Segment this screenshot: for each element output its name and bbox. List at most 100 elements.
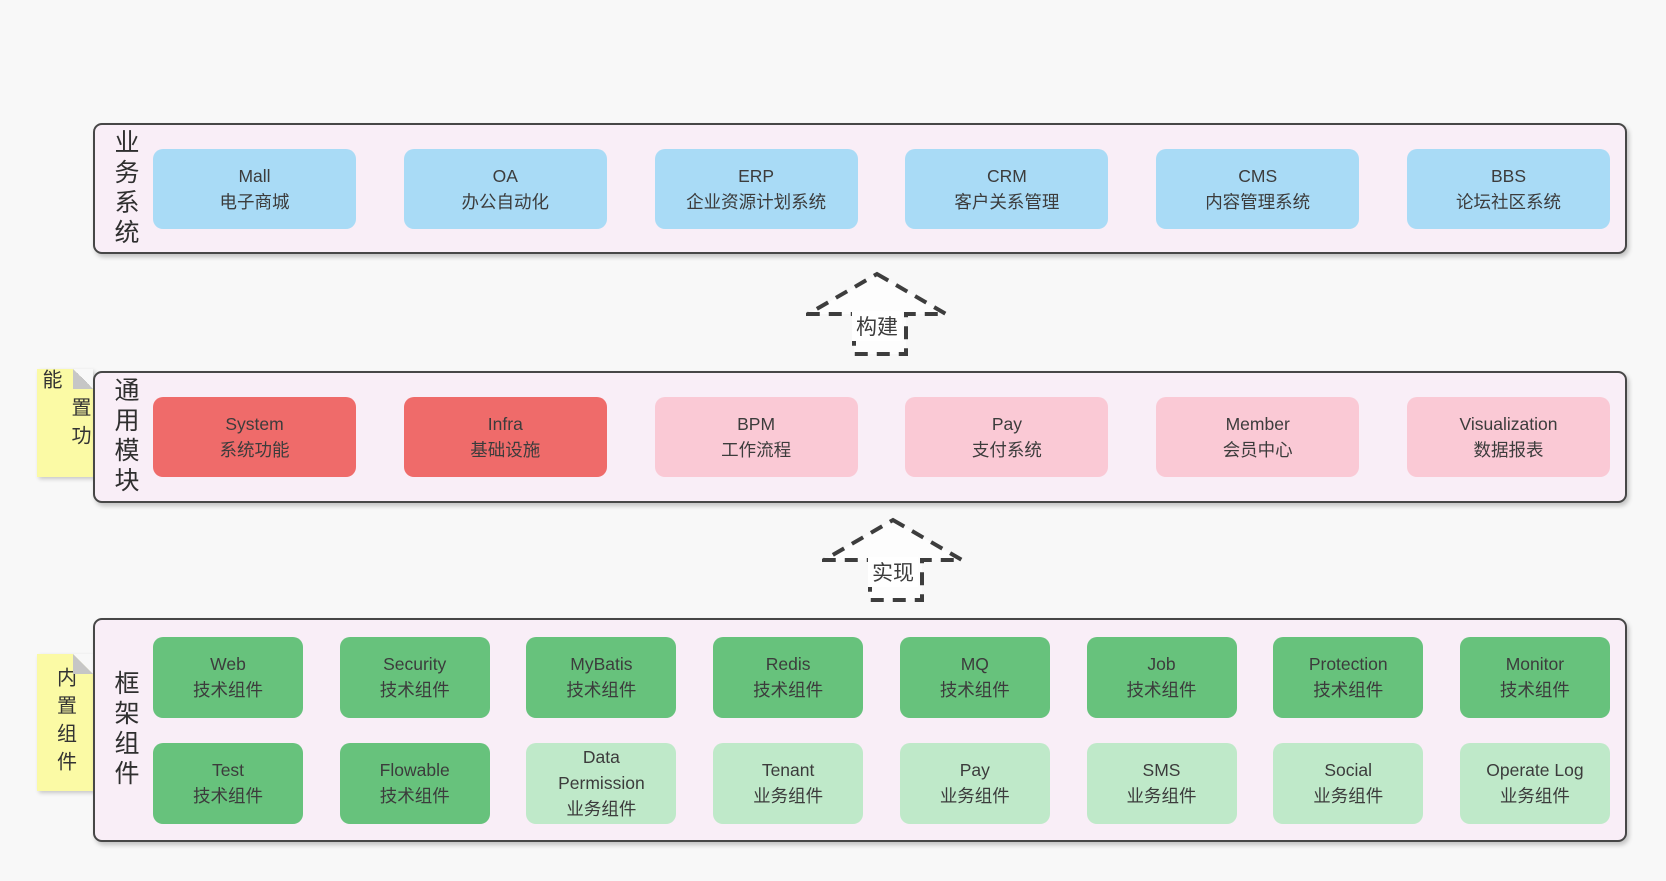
box-title: Test xyxy=(211,760,245,780)
box-subtitle: 业务组件 xyxy=(1313,786,1384,806)
box-protection: Protection 技术组件 xyxy=(1273,636,1424,718)
box-title: Pay xyxy=(959,760,990,780)
box-subtitle: 技术组件 xyxy=(1313,680,1384,700)
box-subtitle: 技术组件 xyxy=(193,786,263,806)
components-row-1: Web 技术组件 Security 技术组件 MyBatis 技术组件 Redi… xyxy=(153,636,1610,718)
box-subtitle: 支付系统 xyxy=(971,440,1042,460)
box-title: Infra xyxy=(487,414,523,434)
modules-boxes: System 系统功能 Infra 基础设施 BPM 工作流程 Pay 支付系统… xyxy=(153,397,1610,477)
modules-row: System 系统功能 Infra 基础设施 BPM 工作流程 Pay 支付系统… xyxy=(153,397,1610,477)
components-row-2: Test 技术组件 Flowable 技术组件 Data Permission … xyxy=(153,742,1610,824)
box-system: System 系统功能 xyxy=(153,397,356,477)
box-subtitle: 技术组件 xyxy=(379,786,450,806)
box-title: Pay xyxy=(991,414,1022,434)
box-cms: CMS 内容管理系统 xyxy=(1156,148,1360,229)
box-mall: Mall 电子商城 xyxy=(153,148,356,229)
box-subtitle: 工作流程 xyxy=(721,440,792,460)
box-title: Flowable xyxy=(379,760,450,780)
box-title: System xyxy=(225,414,284,434)
box-subtitle: 技术组件 xyxy=(379,680,450,700)
box-oa: OA 办公自动化 xyxy=(403,148,607,229)
box-subtitle: 内容管理系统 xyxy=(1205,191,1311,212)
box-bpm: BPM 工作流程 xyxy=(654,397,858,477)
layer-label-modules: 通用模块 xyxy=(111,377,139,497)
box-infra: Infra 基础设施 xyxy=(403,397,607,477)
box-title: BPM xyxy=(737,414,776,434)
box-title: MyBatis xyxy=(570,654,633,674)
box-bbs: BBS 论坛社区系统 xyxy=(1406,148,1610,229)
box-title: Web xyxy=(210,654,246,674)
box-title: Operate Log xyxy=(1486,760,1584,780)
box-title: Redis xyxy=(765,654,811,674)
arrow-implement: 实现 xyxy=(822,517,964,603)
box-subtitle: 数据报表 xyxy=(1473,440,1544,460)
box-social: Social 业务组件 xyxy=(1273,742,1424,824)
box-subtitle: 企业资源计划系统 xyxy=(686,191,827,212)
box-mq: MQ 技术组件 xyxy=(899,636,1050,718)
box-title: Data Permission xyxy=(558,747,645,793)
box-subtitle: 业务组件 xyxy=(566,799,637,819)
box-tenant: Tenant 业务组件 xyxy=(713,742,864,824)
box-title: CRM xyxy=(986,165,1027,186)
box-subtitle: 会员中心 xyxy=(1222,440,1293,460)
box-member: Member 会员中心 xyxy=(1156,397,1360,477)
box-subtitle: 业务组件 xyxy=(939,786,1010,806)
box-subtitle: 技术组件 xyxy=(566,680,637,700)
box-erp: ERP 企业资源计划系统 xyxy=(654,148,858,229)
components-boxes: Web 技术组件 Security 技术组件 MyBatis 技术组件 Redi… xyxy=(153,636,1610,824)
box-pay-module: Pay 支付系统 xyxy=(905,397,1109,477)
sticky-note-builtin-components: 内置组件 xyxy=(37,654,93,791)
box-data-permission: Data Permission 业务组件 xyxy=(526,742,677,824)
box-mybatis: MyBatis 技术组件 xyxy=(526,636,677,718)
box-redis: Redis 技术组件 xyxy=(713,636,864,718)
box-web: Web 技术组件 xyxy=(153,636,303,718)
box-title: BBS xyxy=(1490,165,1526,186)
box-title: Tenant xyxy=(761,760,815,780)
sticky-note-text: 内置功能 xyxy=(39,369,90,453)
box-title: SMS xyxy=(1142,760,1181,780)
box-monitor: Monitor 技术组件 xyxy=(1459,636,1610,718)
arrow-build-label: 构建 xyxy=(852,311,902,341)
box-subtitle: 论坛社区系统 xyxy=(1455,191,1561,212)
box-title: Visualization xyxy=(1459,414,1558,434)
sticky-note-text: 内置组件 xyxy=(53,666,76,779)
box-subtitle: 系统功能 xyxy=(219,440,290,460)
box-flowable: Flowable 技术组件 xyxy=(339,742,490,824)
box-title: CMS xyxy=(1238,165,1278,186)
box-subtitle: 业务组件 xyxy=(753,786,824,806)
box-subtitle: 办公自动化 xyxy=(461,191,550,212)
box-subtitle: 业务组件 xyxy=(1499,786,1570,806)
box-visualization: Visualization 数据报表 xyxy=(1406,397,1610,477)
layer-framework-components: 框架组件 Web 技术组件 Security 技术组件 MyBatis 技术组件… xyxy=(93,618,1627,842)
box-operate-log: Operate Log 业务组件 xyxy=(1459,742,1610,824)
box-title: Social xyxy=(1324,760,1373,780)
box-title: Monitor xyxy=(1505,654,1565,674)
box-title: MQ xyxy=(960,654,989,674)
box-subtitle: 业务组件 xyxy=(1126,786,1197,806)
box-title: Protection xyxy=(1308,654,1388,674)
arrow-implement-label: 实现 xyxy=(868,557,918,587)
box-title: Member xyxy=(1225,414,1290,434)
box-security: Security 技术组件 xyxy=(339,636,490,718)
box-title: OA xyxy=(492,165,518,186)
box-job: Job 技术组件 xyxy=(1086,636,1237,718)
layer-label-components: 框架组件 xyxy=(111,670,139,790)
layer-label-business: 业务系统 xyxy=(111,128,139,249)
box-test: Test 技术组件 xyxy=(153,742,303,824)
layer-business-systems: 业务系统 Mall 电子商城 OA 办公自动化 ERP 企业资源计划系统 CRM… xyxy=(93,123,1627,254)
box-title: Job xyxy=(1147,654,1176,674)
box-subtitle: 技术组件 xyxy=(1126,680,1197,700)
box-pay-component: Pay 业务组件 xyxy=(899,742,1050,824)
box-sms: SMS 业务组件 xyxy=(1086,742,1237,824)
box-subtitle: 基础设施 xyxy=(470,440,541,460)
box-subtitle: 技术组件 xyxy=(1499,680,1570,700)
box-subtitle: 技术组件 xyxy=(193,680,263,700)
layer-common-modules: 通用模块 System 系统功能 Infra 基础设施 BPM 工作流程 Pay… xyxy=(93,371,1627,503)
box-subtitle: 技术组件 xyxy=(939,680,1010,700)
box-subtitle: 技术组件 xyxy=(753,680,824,700)
box-subtitle: 电子商城 xyxy=(219,191,290,212)
business-row: Mall 电子商城 OA 办公自动化 ERP 企业资源计划系统 CRM 客户关系… xyxy=(153,148,1610,229)
box-title: ERP xyxy=(738,165,775,186)
box-title: Mall xyxy=(238,165,271,186)
sticky-note-builtin-features: 内置功能 xyxy=(37,369,93,477)
